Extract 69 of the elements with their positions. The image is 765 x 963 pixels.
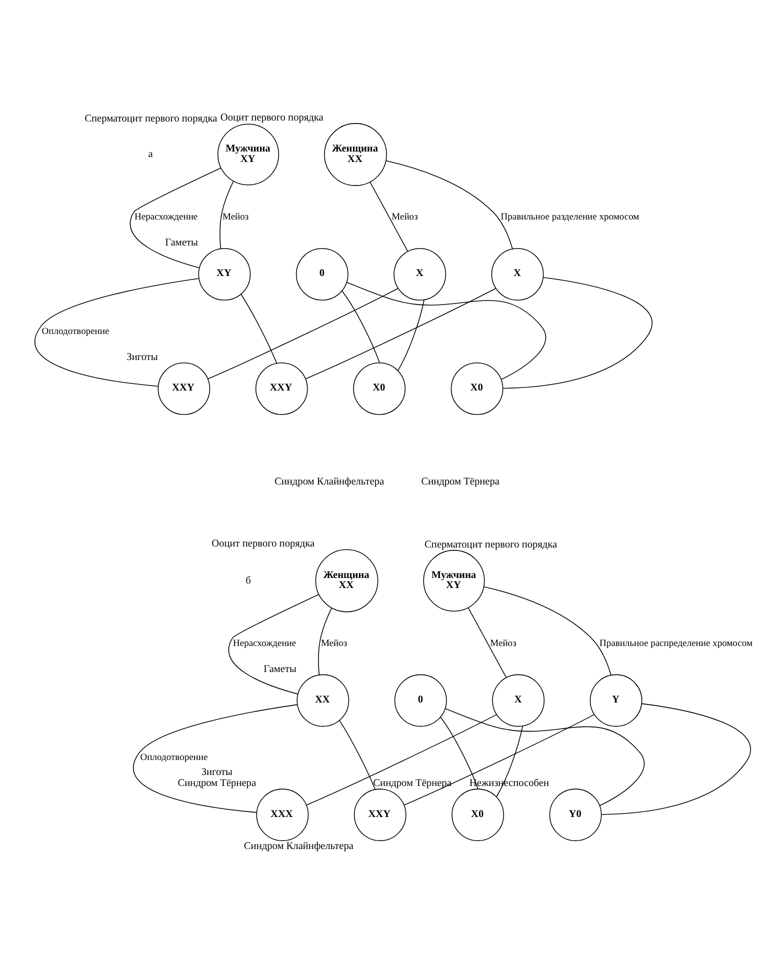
connector <box>370 181 408 252</box>
node-circle: XY <box>198 248 251 300</box>
connector <box>440 716 478 789</box>
connector <box>220 180 234 249</box>
edge-label: Мейоз <box>490 638 516 648</box>
node-label: Ооцит первого порядка <box>212 538 315 550</box>
label: Синдром Клайнфельтера <box>274 476 384 488</box>
edge-label: Оплодотворение <box>140 752 208 763</box>
node-circle: X0 <box>450 362 504 414</box>
label: Синдром Тёрнера <box>421 476 500 488</box>
node-circle: Женщина XX <box>324 122 387 186</box>
edge-label: Правильное разделение хромосом <box>500 212 640 222</box>
node-circle: XXY <box>158 362 210 414</box>
node-label: Синдром Тёрнера <box>178 778 256 789</box>
connector <box>346 282 546 380</box>
node-label: Зиготы <box>126 352 158 362</box>
node-label: Синдром Тёрнера <box>373 778 452 789</box>
connector <box>445 708 645 806</box>
connector <box>208 287 398 379</box>
connector <box>240 293 278 364</box>
node-label: Гаметы <box>264 663 296 674</box>
connector <box>483 586 612 675</box>
connector <box>398 298 424 370</box>
connector <box>386 160 513 249</box>
connector <box>133 704 298 812</box>
node-label: Сперматоцит первого порядка <box>84 112 218 124</box>
node-circle: XX <box>296 674 350 726</box>
node-label: Синдром Клайнфельтера <box>244 840 354 852</box>
connector <box>496 725 523 797</box>
label: а <box>148 148 153 160</box>
node-circle: Женщина XX <box>315 548 378 612</box>
node-circle: Мужчина XY <box>423 549 485 612</box>
node-circle: 0 <box>296 248 348 300</box>
node-circle: Мужчина XY <box>217 123 280 185</box>
connector <box>34 278 200 386</box>
edge-label: Правильное распределение хромосом <box>599 638 753 648</box>
label: б <box>246 574 251 586</box>
connector <box>130 167 222 268</box>
edge-label: Мейоз <box>320 638 348 648</box>
node-label: Сперматоцит первого порядка <box>424 539 558 550</box>
node-circle: X <box>492 674 545 726</box>
node-circle: X0 <box>452 788 504 841</box>
node-circle: XXY <box>255 362 308 414</box>
node-circle: X <box>394 248 446 300</box>
edge-label: Нерасхождение <box>232 638 296 648</box>
node-circle: Y0 <box>549 788 602 841</box>
node-label: Гаметы <box>165 237 198 248</box>
node-circle: Y <box>590 674 642 726</box>
node-circle: X <box>491 248 544 300</box>
node-circle: XXY <box>354 788 406 841</box>
connector <box>318 607 332 675</box>
edge-label: Оплодотворение <box>42 326 110 336</box>
edge-label: Мейоз <box>392 212 418 222</box>
edge-label: Мейоз <box>222 212 249 222</box>
node-circle: X0 <box>353 362 406 414</box>
connector <box>342 290 380 363</box>
node-label: Зиготы <box>201 766 232 778</box>
connector <box>306 714 497 805</box>
connector <box>468 606 507 678</box>
connector <box>305 287 496 379</box>
connector <box>228 594 320 694</box>
node-circle: 0 <box>394 674 447 726</box>
connector <box>339 720 376 790</box>
connector <box>502 276 652 388</box>
connector <box>404 714 595 805</box>
edge-label: Нерасхождение <box>134 212 198 222</box>
node-label: Ооцит первого порядка <box>220 112 324 123</box>
node-circle: XXX <box>256 788 309 841</box>
connector <box>601 702 751 814</box>
